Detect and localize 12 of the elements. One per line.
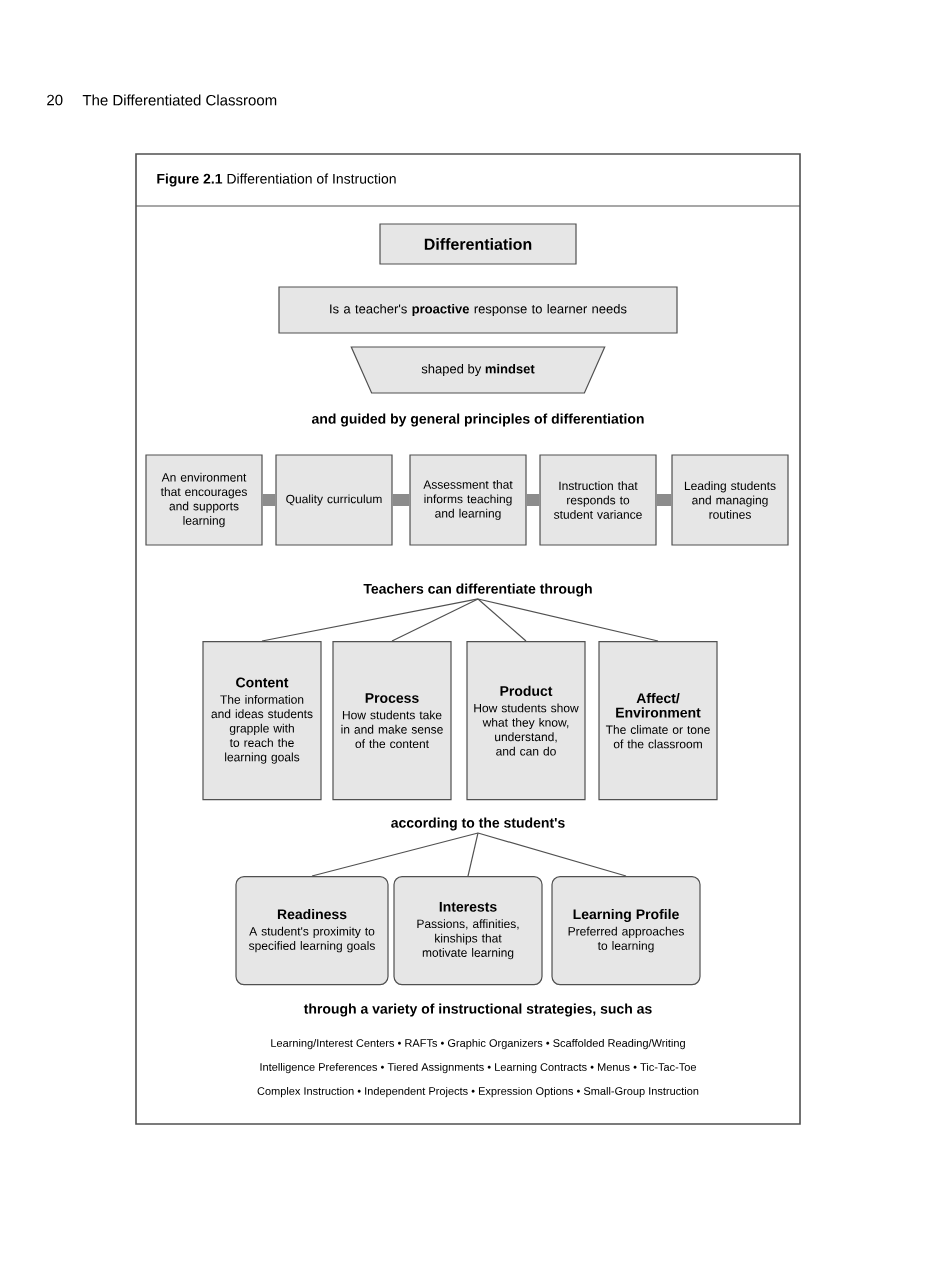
connector-bar	[526, 494, 540, 506]
connector-line	[311, 832, 479, 877]
connector-bar	[262, 494, 276, 506]
connector-line	[261, 598, 479, 642]
connector-line	[467, 832, 479, 877]
connector-line	[391, 598, 479, 642]
connector-line	[477, 598, 659, 642]
connector-bar	[392, 494, 410, 506]
process-box: Differentiation	[379, 223, 577, 265]
connector-line	[477, 598, 527, 642]
connector-line	[477, 832, 627, 877]
connector-bar	[656, 494, 672, 506]
